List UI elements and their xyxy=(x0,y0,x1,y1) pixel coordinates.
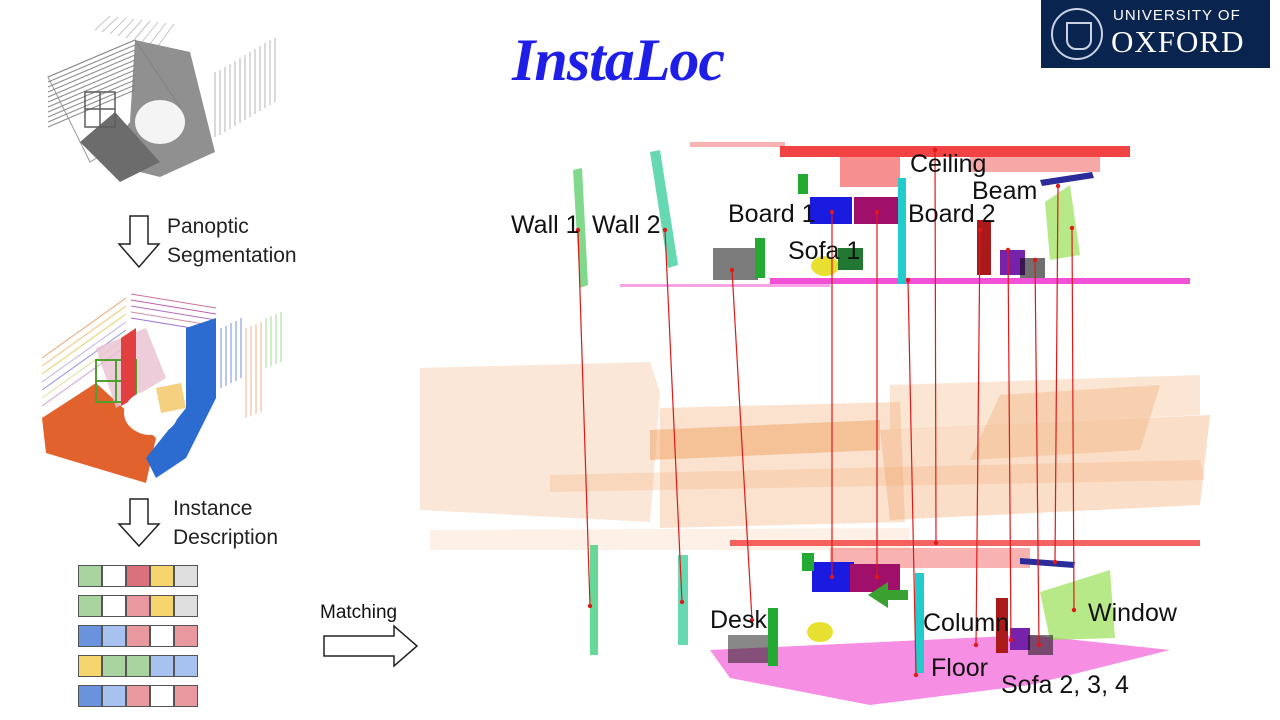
descriptor-cell xyxy=(78,595,102,617)
segmented-scan-image xyxy=(41,293,282,483)
descriptor-cell xyxy=(150,655,174,677)
descriptor-cell xyxy=(126,595,150,617)
step-instance-description: Instance Description xyxy=(173,497,279,549)
global-map-cloud xyxy=(420,362,1210,550)
descriptor-cell xyxy=(126,655,150,677)
descriptor-cell xyxy=(78,565,102,587)
descriptor-cell xyxy=(78,625,102,647)
descriptor-cell xyxy=(102,625,126,647)
descriptor-cell xyxy=(126,685,150,707)
descriptor-cell xyxy=(174,625,198,647)
label-beam: Beam xyxy=(972,177,1038,205)
descriptor-cell xyxy=(102,595,126,617)
label-sofa-1: Sofa 1 xyxy=(788,237,861,265)
down-arrow-icon xyxy=(117,498,161,548)
right-arrow-icon xyxy=(323,624,419,668)
label-wall-1: Wall 1 xyxy=(511,211,580,239)
descriptor-cell xyxy=(150,565,174,587)
descriptor-cell xyxy=(102,655,126,677)
label-wall-2: Wall 2 xyxy=(592,211,661,239)
query-scan xyxy=(573,142,1190,288)
page-title: InstaLoc xyxy=(512,27,725,93)
label-column: Column xyxy=(923,609,1010,637)
logo-line-1: UNIVERSITY OF xyxy=(1113,7,1241,24)
descriptor-cell xyxy=(102,565,126,587)
descriptor-cell xyxy=(174,595,198,617)
descriptor-cell xyxy=(174,685,198,707)
descriptor-cell xyxy=(78,655,102,677)
descriptor-cell xyxy=(150,625,174,647)
label-board-1: Board 1 xyxy=(728,200,816,228)
map-matching-visualization xyxy=(420,142,1210,705)
pose-arrow-icon xyxy=(868,582,908,608)
label-desk: Desk xyxy=(710,606,767,634)
descriptor-cell xyxy=(150,595,174,617)
label-board-2: Board 2 xyxy=(908,200,996,228)
down-arrow-icon xyxy=(117,215,161,269)
match-lines xyxy=(577,149,1075,676)
label-ceiling: Ceiling xyxy=(910,150,987,178)
descriptor-cell xyxy=(102,685,126,707)
logo-line-2: OXFORD xyxy=(1111,24,1245,59)
descriptor-cell xyxy=(78,685,102,707)
descriptor-cell xyxy=(150,685,174,707)
label-window: Window xyxy=(1088,599,1177,627)
step-panoptic-segmentation: Panoptic Segmentation xyxy=(167,215,297,267)
matching-label: Matching xyxy=(320,602,398,623)
instance-descriptor-grid xyxy=(78,565,203,707)
descriptor-cell xyxy=(126,565,150,587)
descriptor-cell xyxy=(126,625,150,647)
label-sofa-2-3-4: Sofa 2, 3, 4 xyxy=(1001,671,1129,699)
label-floor: Floor xyxy=(931,654,988,682)
descriptor-cell xyxy=(174,565,198,587)
descriptor-cell xyxy=(174,655,198,677)
university-logo: UNIVERSITY OF OXFORD xyxy=(1041,0,1270,68)
crest-icon xyxy=(1051,8,1103,60)
raw-scan-image xyxy=(47,15,276,182)
